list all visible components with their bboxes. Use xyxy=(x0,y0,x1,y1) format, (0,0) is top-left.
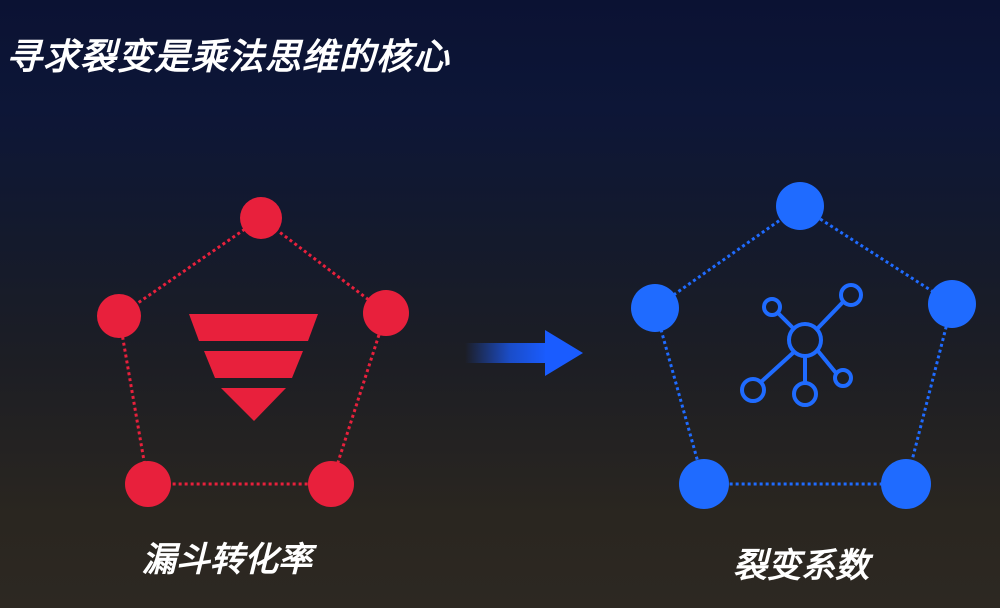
funnel-node-bottom-left xyxy=(125,461,171,507)
fission-pentagon-outline xyxy=(653,204,954,486)
funnel-node-top xyxy=(240,197,282,239)
fission-node-bottom-left xyxy=(679,459,729,509)
funnel-node-left xyxy=(97,294,141,338)
funnel-label: 漏斗转化率 xyxy=(142,540,312,580)
fission-node-top xyxy=(776,182,824,230)
funnel-node-bottom-right xyxy=(308,461,354,507)
fission-label: 裂变系数 xyxy=(733,546,869,586)
fission-node-left xyxy=(631,284,679,332)
fission-pentagon xyxy=(631,182,976,509)
funnel-pentagon-outline xyxy=(117,216,388,486)
funnel-node-right xyxy=(363,290,409,336)
network-nodes-icon xyxy=(740,283,863,407)
fission-node-right xyxy=(928,280,976,328)
funnel-pentagon xyxy=(97,197,409,507)
fission-node-bottom-right xyxy=(881,459,931,509)
right-arrow-icon xyxy=(465,330,583,376)
funnel-icon xyxy=(189,314,318,421)
slide-title: 寻求裂变是乘法思维的核心 xyxy=(6,37,451,78)
